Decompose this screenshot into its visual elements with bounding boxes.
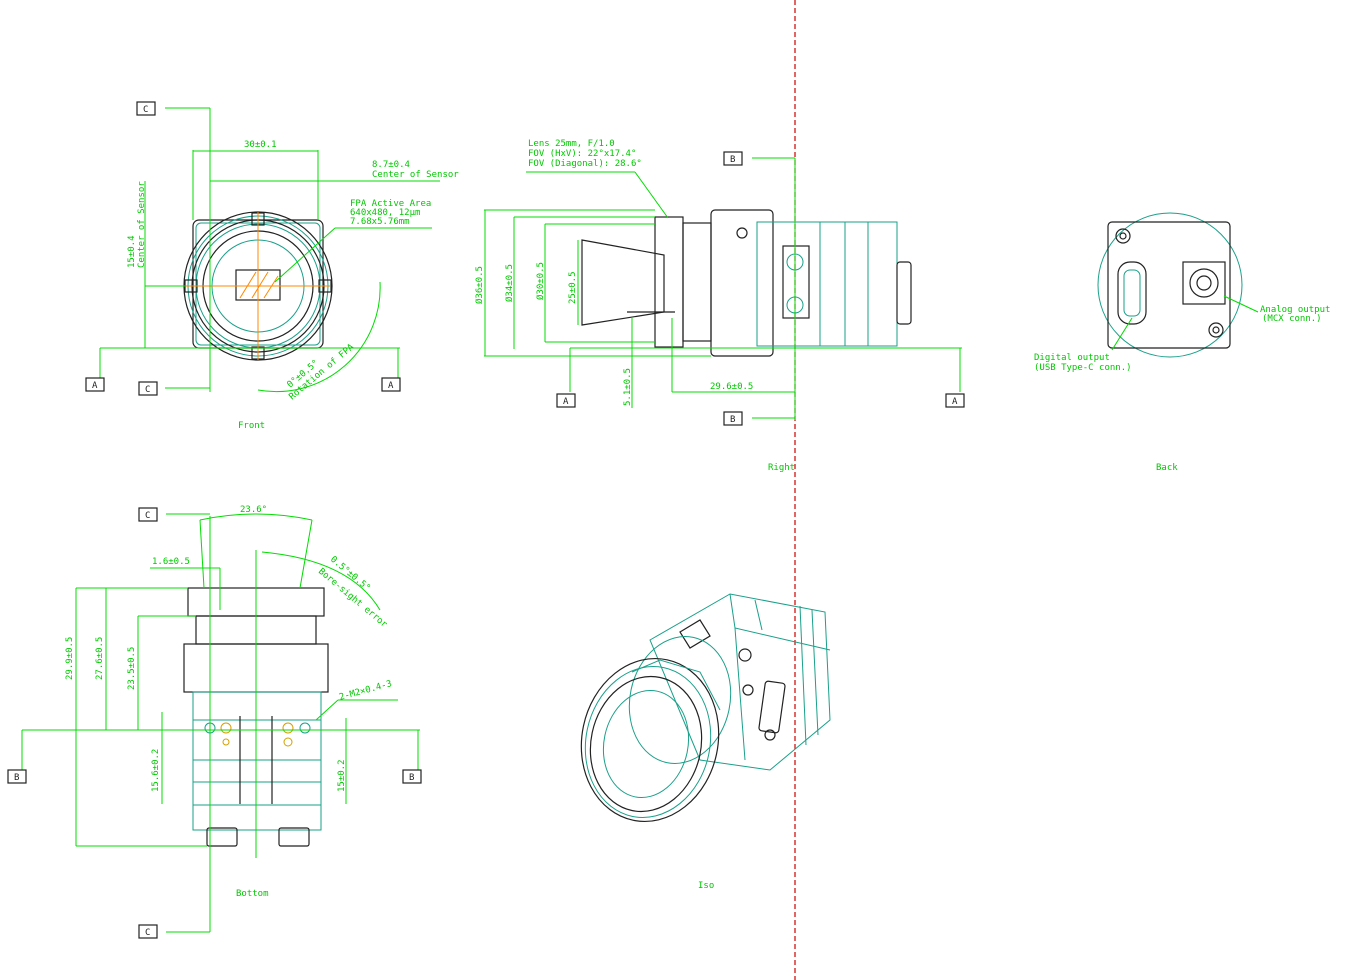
right-dim-d1: Ø36±0.5 bbox=[474, 266, 485, 304]
datum-b-bottom-right: B bbox=[723, 411, 743, 426]
front-view bbox=[99, 107, 440, 393]
svg-text:C: C bbox=[145, 511, 150, 521]
bottom-height-h3: 23.5±0.5 bbox=[127, 647, 137, 690]
svg-text:A: A bbox=[563, 397, 569, 407]
front-center-h-dim: 8.7±0.4 bbox=[372, 160, 410, 170]
back-digital-label-1: Digital output bbox=[1034, 353, 1110, 363]
front-fpa-resolution: 640x480, 12μm bbox=[350, 208, 420, 218]
bottom-view-title: Bottom bbox=[236, 889, 269, 899]
iso-view-title: Iso bbox=[698, 881, 714, 891]
right-dim-d6: 29.6±0.5 bbox=[710, 382, 753, 392]
svg-text:B: B bbox=[14, 773, 19, 783]
bottom-height-h1: 29.9±0.5 bbox=[65, 637, 75, 680]
back-digital-label-2: (USB Type-C conn.) bbox=[1034, 363, 1132, 373]
bottom-spacing-s1: 15.6±0.2 bbox=[151, 749, 161, 792]
svg-text:C: C bbox=[145, 928, 150, 938]
front-center-h-caption: Center of Sensor bbox=[372, 170, 459, 180]
bottom-view bbox=[21, 513, 420, 933]
right-dim-d2: Ø34±0.5 bbox=[504, 264, 515, 302]
svg-text:A: A bbox=[952, 397, 958, 407]
right-lens-spec-1: Lens 25mm, F/1.0 bbox=[528, 139, 615, 149]
datum-a-right-right: A bbox=[945, 393, 965, 408]
datum-c-top-bottom: C bbox=[138, 507, 158, 522]
svg-text:A: A bbox=[388, 381, 394, 391]
svg-text:B: B bbox=[409, 773, 414, 783]
datum-c-bottom-bottom: C bbox=[138, 924, 158, 939]
bottom-height-h2: 27.6±0.5 bbox=[95, 637, 105, 680]
right-view-title: Right bbox=[768, 463, 795, 473]
datum-c-top-front: C bbox=[136, 101, 156, 116]
datum-a-left-right: A bbox=[556, 393, 576, 408]
bottom-spacing-s2: 15±0.2 bbox=[337, 759, 347, 792]
bottom-angle-dim: 23.6° bbox=[240, 505, 267, 515]
right-dim-d5: 5.1±0.5 bbox=[623, 368, 633, 406]
front-center-v-caption: Center of Sensor bbox=[137, 181, 147, 268]
front-fpa-size: 7.68x5.76mm bbox=[350, 217, 410, 227]
bottom-thread-dim: 2-M2×0.4-3 bbox=[338, 679, 393, 703]
svg-text:A: A bbox=[92, 381, 98, 391]
datum-b-right-bottom: B bbox=[402, 769, 422, 784]
svg-text:C: C bbox=[145, 385, 150, 395]
right-dim-d4: 25±0.5 bbox=[568, 271, 578, 304]
back-analog-label-2: (MCX conn.) bbox=[1262, 314, 1322, 324]
right-view bbox=[484, 157, 962, 420]
datum-b-top-right: B bbox=[723, 151, 743, 166]
front-view-title: Front bbox=[238, 421, 265, 431]
datum-b-left-bottom: B bbox=[7, 769, 27, 784]
back-view bbox=[1097, 212, 1259, 358]
front-center-v-dim: 15±0.4 bbox=[127, 235, 137, 268]
svg-text:B: B bbox=[730, 415, 735, 425]
front-fpa-label: FPA Active Area bbox=[350, 199, 431, 209]
datum-c-bottom-front: C bbox=[138, 381, 158, 396]
back-view-title: Back bbox=[1156, 463, 1178, 473]
svg-text:B: B bbox=[730, 155, 735, 165]
bottom-offset-dim: 1.6±0.5 bbox=[152, 557, 190, 567]
front-width-dim: 30±0.1 bbox=[244, 140, 277, 150]
right-dim-d3: Ø30±0.5 bbox=[535, 262, 546, 300]
datum-a-right-front: A bbox=[381, 377, 401, 392]
right-lens-spec-2: FOV (HxV): 22°x17.4° bbox=[528, 149, 636, 159]
datum-a-left-front: A bbox=[85, 377, 105, 392]
back-analog-label-1: Analog output bbox=[1260, 305, 1330, 315]
iso-view bbox=[580, 593, 831, 823]
right-lens-spec-3: FOV (Diagonal): 28.6° bbox=[528, 159, 642, 169]
svg-text:C: C bbox=[143, 105, 148, 115]
